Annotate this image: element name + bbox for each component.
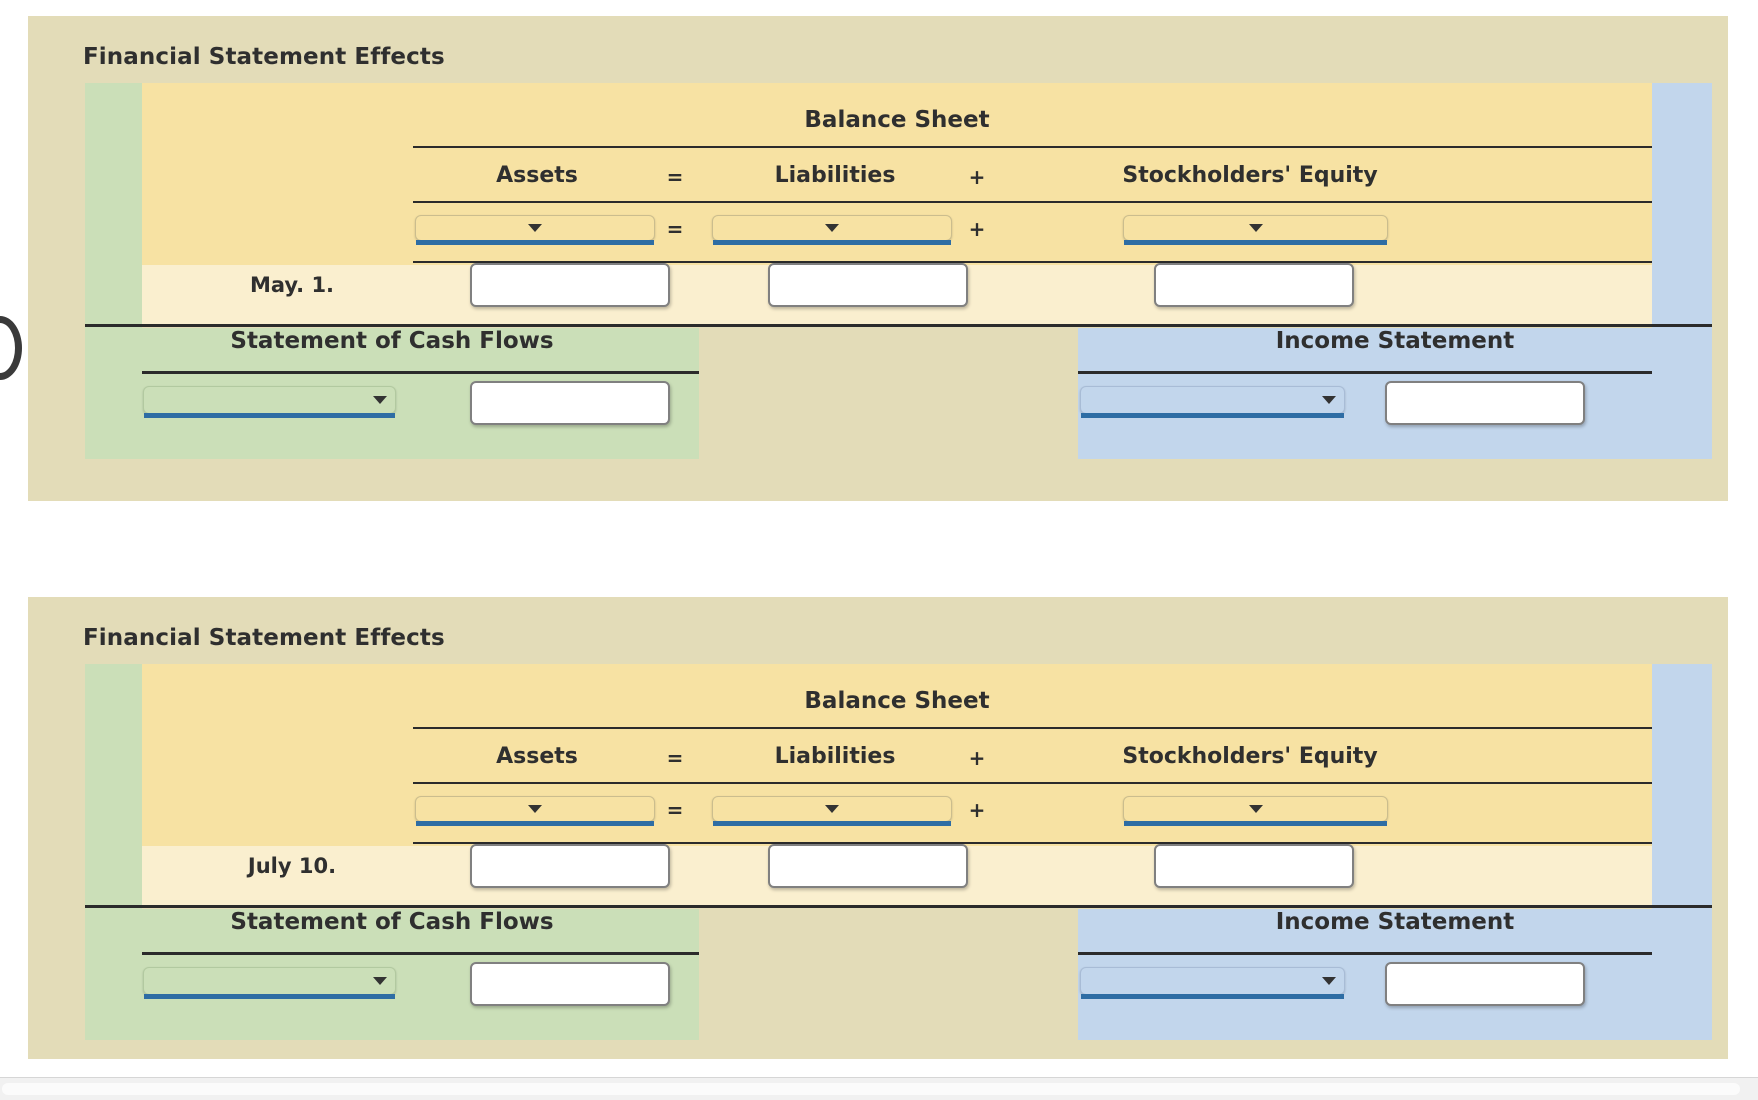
liabilities-account-select[interactable] xyxy=(712,796,952,826)
cash-flow-amount-input[interactable] xyxy=(470,962,670,1006)
column-header-assets: Assets xyxy=(496,744,578,769)
divider xyxy=(413,146,1652,148)
chevron-down-icon xyxy=(1248,224,1263,232)
balance-sheet-heading: Balance Sheet xyxy=(804,688,990,714)
select-underline xyxy=(1081,413,1344,418)
operator-plus: + xyxy=(968,746,986,770)
column-header-assets: Assets xyxy=(496,163,578,188)
operator-equals: = xyxy=(666,165,684,189)
select-underline xyxy=(144,994,395,999)
column-header-liabilities: Liabilities xyxy=(774,744,896,769)
chevron-down-icon xyxy=(373,977,387,985)
select-underline xyxy=(1124,240,1387,245)
chevron-down-icon xyxy=(528,224,542,232)
operator-equals: = xyxy=(666,746,684,770)
chevron-down-icon xyxy=(1322,977,1336,985)
financial-statement-effects-table: Balance Sheet Assets = Liabilities + Sto… xyxy=(85,83,1712,459)
cash-flow-category-select[interactable] xyxy=(143,967,396,999)
liabilities-amount-input[interactable] xyxy=(768,263,968,307)
chevron-down-icon xyxy=(1322,396,1336,404)
operator-plus: + xyxy=(968,217,986,241)
divider xyxy=(142,952,699,955)
income-statement-heading: Income Statement xyxy=(1275,909,1515,935)
scrollbar-thumb[interactable] xyxy=(2,1083,1740,1095)
equity-amount-input[interactable] xyxy=(1154,263,1354,307)
entry-date-label: July 10. xyxy=(247,854,337,878)
divider xyxy=(413,261,1652,263)
assets-account-select[interactable] xyxy=(415,215,655,245)
chevron-down-icon xyxy=(825,805,839,813)
operator-equals: = xyxy=(666,798,684,822)
statement-of-cash-flows-heading: Statement of Cash Flows xyxy=(230,328,554,354)
financial-statement-effects-panel: Financial Statement Effects Balance Shee… xyxy=(28,16,1728,501)
column-header-liabilities: Liabilities xyxy=(774,163,896,188)
chevron-down-icon xyxy=(373,396,387,404)
divider xyxy=(85,324,1712,327)
column-header-stockholders-equity: Stockholders' Equity xyxy=(1122,163,1378,188)
operator-plus: + xyxy=(968,798,986,822)
entry-date-label: May. 1. xyxy=(249,273,335,297)
financial-statement-effects-panel: Financial Statement Effects Balance Shee… xyxy=(28,597,1728,1059)
page-title: Financial Statement Effects xyxy=(83,44,445,70)
divider xyxy=(85,905,1712,908)
horizontal-scrollbar[interactable] xyxy=(0,1077,1758,1100)
divider xyxy=(413,727,1652,729)
cash-flow-amount-input[interactable] xyxy=(470,381,670,425)
select-underline xyxy=(416,240,654,245)
select-underline xyxy=(1081,994,1344,999)
operator-equals: = xyxy=(666,217,684,241)
assets-amount-input[interactable] xyxy=(470,844,670,888)
divider xyxy=(413,782,1652,784)
statement-of-cash-flows-heading: Statement of Cash Flows xyxy=(230,909,554,935)
assets-amount-input[interactable] xyxy=(470,263,670,307)
liabilities-amount-input[interactable] xyxy=(768,844,968,888)
divider xyxy=(1078,371,1652,374)
income-statement-amount-input[interactable] xyxy=(1385,381,1585,425)
income-statement-account-select[interactable] xyxy=(1080,967,1345,999)
select-underline xyxy=(1124,821,1387,826)
partial-circle-arc-icon xyxy=(0,316,22,380)
page-title: Financial Statement Effects xyxy=(83,625,445,651)
equity-account-select[interactable] xyxy=(1123,796,1388,826)
select-underline xyxy=(144,413,395,418)
cash-flow-category-select[interactable] xyxy=(143,386,396,418)
chevron-down-icon xyxy=(825,224,839,232)
equity-amount-input[interactable] xyxy=(1154,844,1354,888)
select-underline xyxy=(416,821,654,826)
operator-plus: + xyxy=(968,165,986,189)
liabilities-account-select[interactable] xyxy=(712,215,952,245)
divider xyxy=(1078,952,1652,955)
chevron-down-icon xyxy=(1248,805,1263,813)
column-header-stockholders-equity: Stockholders' Equity xyxy=(1122,744,1378,769)
select-underline xyxy=(713,240,951,245)
divider xyxy=(413,201,1652,203)
income-statement-account-select[interactable] xyxy=(1080,386,1345,418)
equity-account-select[interactable] xyxy=(1123,215,1388,245)
divider xyxy=(142,371,699,374)
balance-sheet-heading: Balance Sheet xyxy=(804,107,990,133)
income-statement-amount-input[interactable] xyxy=(1385,962,1585,1006)
select-underline xyxy=(713,821,951,826)
income-statement-heading: Income Statement xyxy=(1275,328,1515,354)
financial-statement-effects-table: Balance Sheet Assets = Liabilities + Sto… xyxy=(85,664,1712,1040)
divider xyxy=(413,842,1652,844)
chevron-down-icon xyxy=(528,805,542,813)
assets-account-select[interactable] xyxy=(415,796,655,826)
